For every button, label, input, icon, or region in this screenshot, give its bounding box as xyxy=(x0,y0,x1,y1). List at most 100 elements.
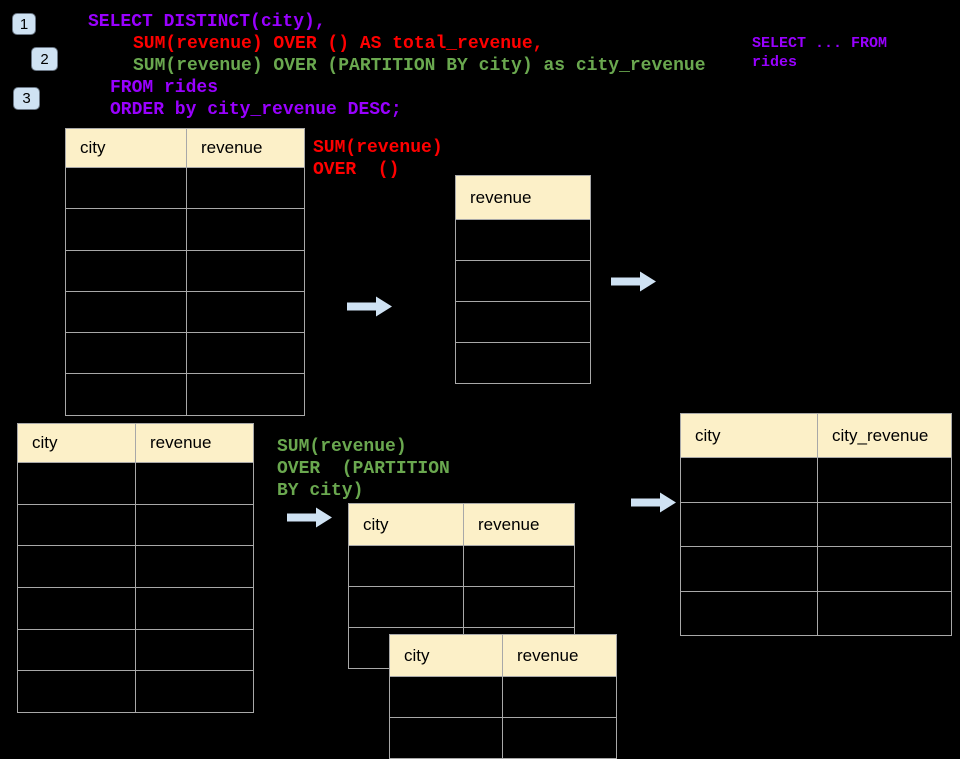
table-cell-empty xyxy=(186,373,305,416)
partition-annotation-line-2: OVER (PARTITION xyxy=(277,459,450,479)
column-header-city: city xyxy=(680,413,818,458)
table-row xyxy=(17,628,254,672)
table-cell-empty xyxy=(817,590,952,636)
table-row xyxy=(680,590,952,636)
table-cell-empty xyxy=(389,676,503,718)
table-row xyxy=(65,290,305,334)
table-cell-empty xyxy=(17,587,136,630)
flow-arrow-4 xyxy=(287,507,332,528)
table-row xyxy=(680,501,952,547)
table-cell-empty xyxy=(502,676,617,718)
table-cell-empty xyxy=(455,219,591,261)
table-cell-empty xyxy=(680,457,818,503)
sql-line-sum-total: SUM(revenue) OVER () AS total_revenue, xyxy=(133,34,544,54)
table-row xyxy=(389,676,617,718)
table-cell-empty xyxy=(17,670,136,714)
table-cell-empty xyxy=(17,628,136,672)
table-cell-empty xyxy=(680,501,818,547)
column-header-revenue: revenue xyxy=(135,423,254,463)
table-row xyxy=(455,301,591,343)
table-row xyxy=(17,670,254,714)
table-cell-empty xyxy=(455,260,591,302)
table-cell-empty xyxy=(455,301,591,343)
step-badge-3: 3 xyxy=(13,87,40,110)
table-cell-empty xyxy=(817,457,952,503)
table-cell-empty xyxy=(65,290,187,334)
table-cell-empty xyxy=(65,373,187,416)
table-row xyxy=(455,219,591,261)
table-row xyxy=(348,586,575,628)
table-row xyxy=(65,208,305,251)
table-cell-empty xyxy=(389,717,503,759)
total-annotation-line-2: OVER () xyxy=(313,160,400,180)
column-header-revenue: revenue xyxy=(502,634,617,677)
sql-line-from: FROM rides xyxy=(110,78,219,98)
sql-line-sum-partition: SUM(revenue) OVER (PARTITION BY city) as… xyxy=(133,56,706,76)
table-cell-empty xyxy=(65,332,187,375)
table-row xyxy=(455,342,591,384)
column-header-city_revenue: city_revenue xyxy=(817,413,952,458)
table-cell-empty xyxy=(817,501,952,547)
table-cell-empty xyxy=(455,342,591,384)
table-cell-empty xyxy=(186,208,305,251)
table-row xyxy=(17,545,254,589)
table-cell-empty xyxy=(817,546,952,592)
column-header-revenue: revenue xyxy=(455,175,591,220)
column-header-city: city xyxy=(348,503,464,546)
side-note-line-2: rides xyxy=(752,54,798,71)
partition-annotation-line-3: BY city) xyxy=(277,481,364,501)
table-row xyxy=(17,587,254,630)
table-cell-empty xyxy=(17,545,136,589)
table-cell-empty xyxy=(463,545,575,587)
column-header-city: city xyxy=(389,634,503,677)
table-row xyxy=(455,260,591,302)
table-total-revenue: revenue xyxy=(455,175,591,384)
column-header-city: city xyxy=(65,128,187,168)
table-cell-empty xyxy=(186,166,305,210)
table-cell-empty xyxy=(348,545,464,587)
side-note-line-1: SELECT ... FROM xyxy=(752,35,888,52)
table-row xyxy=(65,373,305,416)
table-cell-empty xyxy=(65,166,187,210)
step-badge-1: 1 xyxy=(12,13,36,35)
table-cell-empty xyxy=(463,586,575,628)
sql-line-order-by: ORDER by city_revenue DESC; xyxy=(110,100,402,120)
sql-line-select: SELECT DISTINCT(city), xyxy=(88,12,326,32)
table-cell-empty xyxy=(135,545,254,589)
column-header-revenue: revenue xyxy=(186,128,305,168)
table-cell-empty xyxy=(186,290,305,334)
table-row xyxy=(680,546,952,592)
table-cell-empty xyxy=(135,670,254,714)
step-badge-2: 2 xyxy=(31,47,58,71)
table-row xyxy=(17,503,254,547)
table-cell-empty xyxy=(17,503,136,547)
flow-arrow-2 xyxy=(611,271,656,292)
table-row xyxy=(65,166,305,210)
total-annotation-line-1: SUM(revenue) xyxy=(313,138,443,158)
table-cell-empty xyxy=(17,462,136,505)
table-cell-empty xyxy=(135,462,254,505)
column-header-revenue: revenue xyxy=(463,503,575,546)
table-row xyxy=(65,249,305,292)
table-cell-empty xyxy=(186,332,305,375)
table-cell-empty xyxy=(680,590,818,636)
partition-annotation-line-1: SUM(revenue) xyxy=(277,437,407,457)
table-cell-empty xyxy=(502,717,617,759)
table-cell-empty xyxy=(65,249,187,292)
table-row xyxy=(680,457,952,503)
table-cell-empty xyxy=(65,208,187,251)
table-cell-empty xyxy=(135,628,254,672)
table-row xyxy=(17,462,254,505)
table-row xyxy=(65,332,305,375)
table-cell-empty xyxy=(680,546,818,592)
table-cell-empty xyxy=(135,503,254,547)
flow-arrow-1 xyxy=(347,296,392,317)
table-cell-empty xyxy=(186,249,305,292)
table-cell-empty xyxy=(348,586,464,628)
table-row xyxy=(348,545,575,587)
table-cell-empty xyxy=(135,587,254,630)
